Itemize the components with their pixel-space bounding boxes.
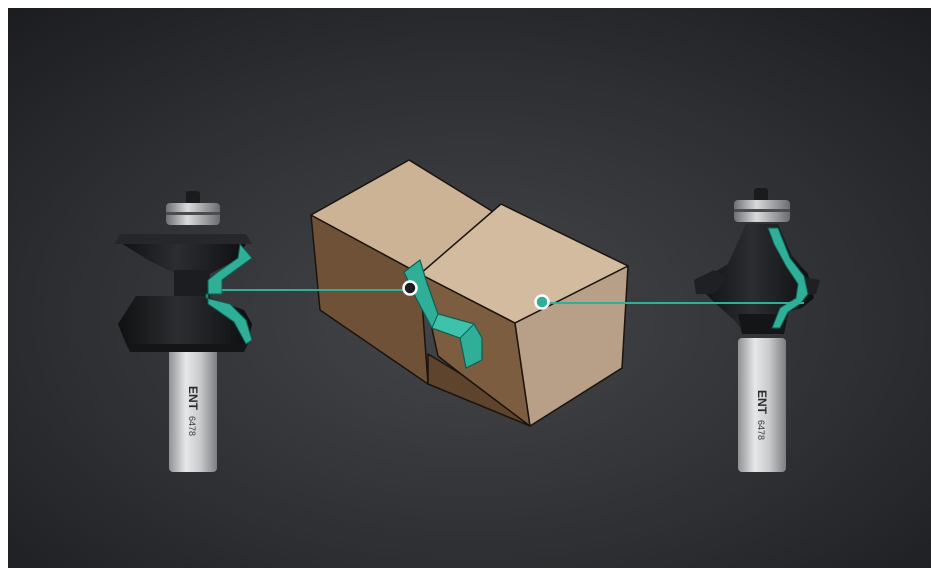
right-bit-model: 6478 [756,420,766,440]
left-bit-model: 6478 [187,416,197,436]
left-connector-dot [404,282,417,295]
left-bit-brand: ENT [186,386,200,411]
illustration-canvas: ENT 6478 ENT 6478 [8,8,931,568]
right-bit-brand: ENT [755,390,769,415]
product-illustration: ENT 6478 ENT 6478 [8,8,931,568]
right-connector-dot [536,296,549,309]
